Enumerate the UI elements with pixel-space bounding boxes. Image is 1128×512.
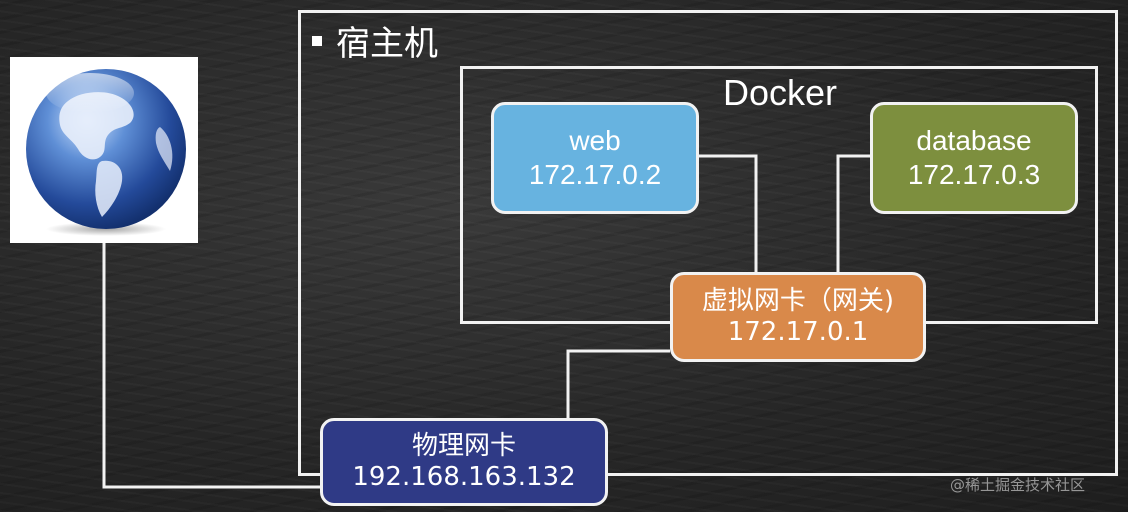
line-web-to-veth: [699, 154, 758, 272]
virtual-nic-ip: 172.17.0.1: [727, 317, 869, 347]
host-title-text: 宿主机: [336, 24, 438, 64]
physical-nic-name: 物理网卡: [411, 430, 516, 461]
database-container-ip: 172.17.0.3: [907, 159, 1041, 190]
database-container-name: database: [916, 125, 1032, 157]
line-veth-to-nic: [566, 349, 670, 418]
host-title: 宿主机: [312, 16, 438, 65]
globe-icon: [26, 69, 186, 236]
docker-title: Docker: [722, 72, 838, 113]
internet-globe: [10, 57, 198, 243]
line-globe-to-nic: [102, 243, 320, 489]
physical-nic-node: 物理网卡 192.168.163.132: [320, 418, 608, 506]
web-container-node: web 172.17.0.2: [491, 102, 699, 214]
line-db-to-veth: [836, 154, 870, 272]
virtual-nic-gateway-node: 虚拟网卡（网关) 172.17.0.1: [670, 272, 926, 362]
bullet-icon: [312, 35, 322, 46]
watermark: @稀土掘金技术社区: [950, 476, 1086, 494]
web-container-name: web: [569, 125, 621, 157]
host-machine-frame: [298, 10, 1118, 476]
physical-nic-ip: 192.168.163.132: [352, 462, 576, 492]
web-container-ip: 172.17.0.2: [528, 159, 662, 190]
virtual-nic-name: 虚拟网卡（网关): [701, 285, 895, 316]
database-container-node: database 172.17.0.3: [870, 102, 1078, 214]
